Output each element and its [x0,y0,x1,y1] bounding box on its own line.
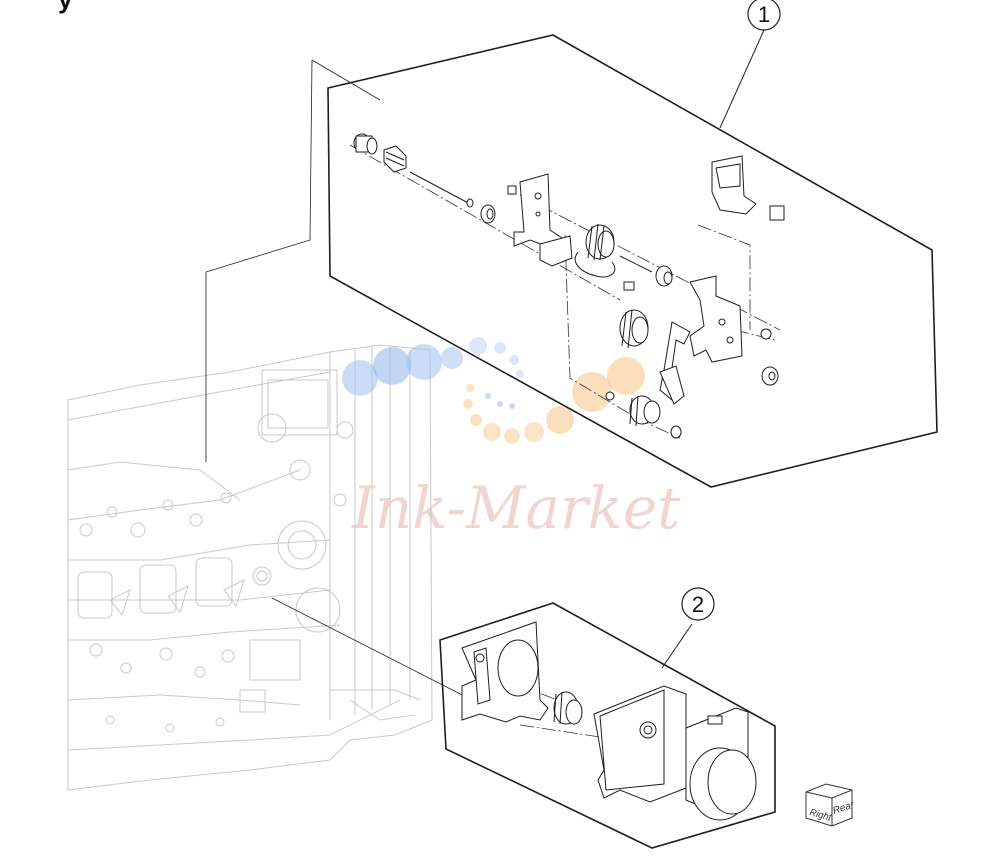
leader-line [311,59,381,101]
callout-1-number: 1 [758,2,770,27]
assembly-2-parts [461,621,757,821]
printer-frame-ghost [67,344,433,791]
assembly-1-parts [353,133,785,439]
assembly-1: 1 [327,0,938,488]
watermark-text: Ink-Market [351,474,681,542]
assembly-2-box [439,602,776,849]
callout-2: 2 [661,587,715,669]
orientation-cube-icon: Right Rear [805,783,856,827]
leader-line [271,597,473,701]
assembly-1-box [327,34,938,488]
page-title: y [58,0,73,14]
callout-2-number: 2 [692,592,704,617]
watermark: Ink-Market [342,337,681,542]
assembly-2: 2 [439,587,776,849]
callout-1: 1 [719,0,781,129]
watermark-dots-icon [342,337,645,444]
leader-line [205,59,313,462]
